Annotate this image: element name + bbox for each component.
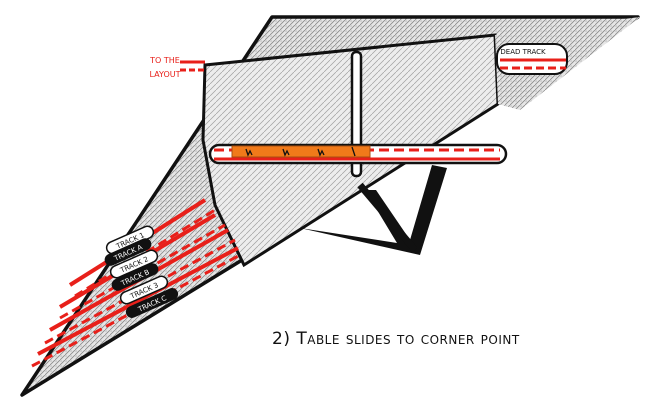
to-the-layout-line2: LAYOUT bbox=[150, 70, 181, 79]
to-the-layout-line1: TO THE bbox=[149, 56, 180, 65]
locomotive bbox=[231, 145, 371, 158]
dead-track-label: DEAD TRACK bbox=[500, 48, 546, 56]
table-support-stand bbox=[300, 165, 447, 255]
layout-lead-track bbox=[180, 60, 205, 72]
diagram-caption: 2) Table slides to corner point bbox=[272, 329, 520, 349]
dead-track bbox=[496, 43, 568, 75]
